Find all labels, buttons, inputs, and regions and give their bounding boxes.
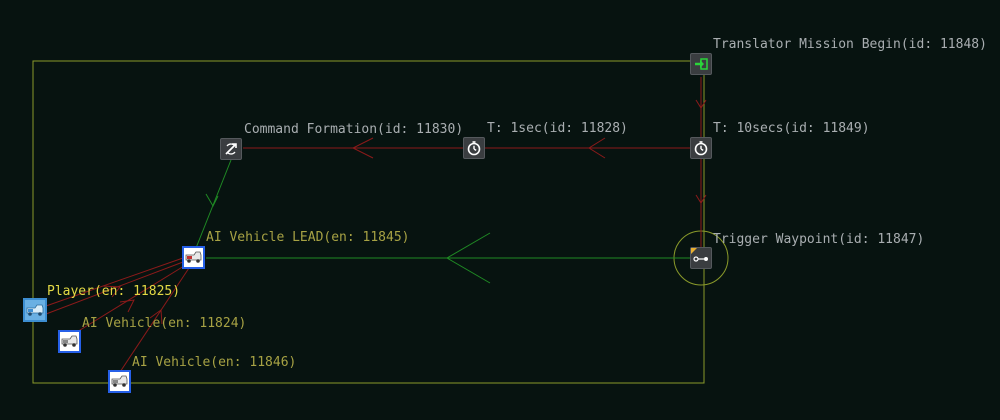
node-mission-begin[interactable] (690, 53, 712, 75)
node-wait-10secs[interactable] (690, 137, 712, 159)
node-wait-1sec-label: T: 1sec(id: 11828) (487, 121, 628, 136)
arrow-player-to-lead (102, 285, 121, 298)
node-ai-vehicle-11824[interactable] (58, 330, 81, 353)
arrow-vehicle2-to-lead (149, 309, 163, 325)
arrow-wait10-to-wait1 (588, 137, 606, 159)
arrow-vehicle1-to-lead (119, 299, 135, 313)
vehicle-icon (185, 251, 202, 263)
node-ai-vehicle-11824-label: AI Vehicle(en: 11824) (82, 316, 247, 331)
node-trigger-waypoint[interactable] (690, 247, 712, 269)
arrow-wait1-to-formation (351, 137, 374, 159)
vehicle-icon (61, 335, 78, 347)
vehicle-icon (26, 304, 44, 316)
arrow-formation-to-lead (205, 193, 219, 208)
node-trigger-waypoint-label: Trigger Waypoint(id: 11847) (713, 232, 925, 247)
node-ai-vehicle-11846-label: AI Vehicle(en: 11846) (132, 355, 297, 370)
waypoint-trigger-icon (691, 248, 708, 262)
node-ai-vehicle-lead[interactable] (182, 246, 205, 269)
area-bounds (32, 60, 705, 384)
node-mission-begin-label: Translator Mission Begin(id: 11848) (713, 37, 987, 52)
formation-command-icon (225, 143, 237, 155)
arrow-waypoint-to-lead (446, 232, 491, 284)
timer-icon (467, 141, 481, 156)
timer-icon (694, 141, 708, 156)
arrow-begin-to-wait10 (695, 99, 707, 109)
node-player-label: Player(en: 11825) (47, 284, 181, 299)
link-player-to-lead (45, 257, 184, 307)
link-player-to-lead-2 (45, 261, 184, 315)
entry-arrow-icon (695, 58, 708, 70)
node-wait-10secs-label: T: 10secs(id: 11849) (713, 121, 870, 136)
node-wait-1sec[interactable] (463, 137, 485, 159)
node-command-formation[interactable] (220, 138, 242, 160)
node-ai-vehicle-lead-label: AI Vehicle LEAD(en: 11845) (206, 230, 410, 245)
link-vehicle2-to-lead (119, 267, 190, 373)
arrow-wait10-to-waypoint (695, 194, 707, 204)
node-command-formation-label: Command Formation(id: 11830) (244, 122, 464, 137)
node-player[interactable] (23, 298, 47, 322)
node-ai-vehicle-11846[interactable] (108, 370, 131, 393)
vehicle-icon (111, 375, 128, 387)
